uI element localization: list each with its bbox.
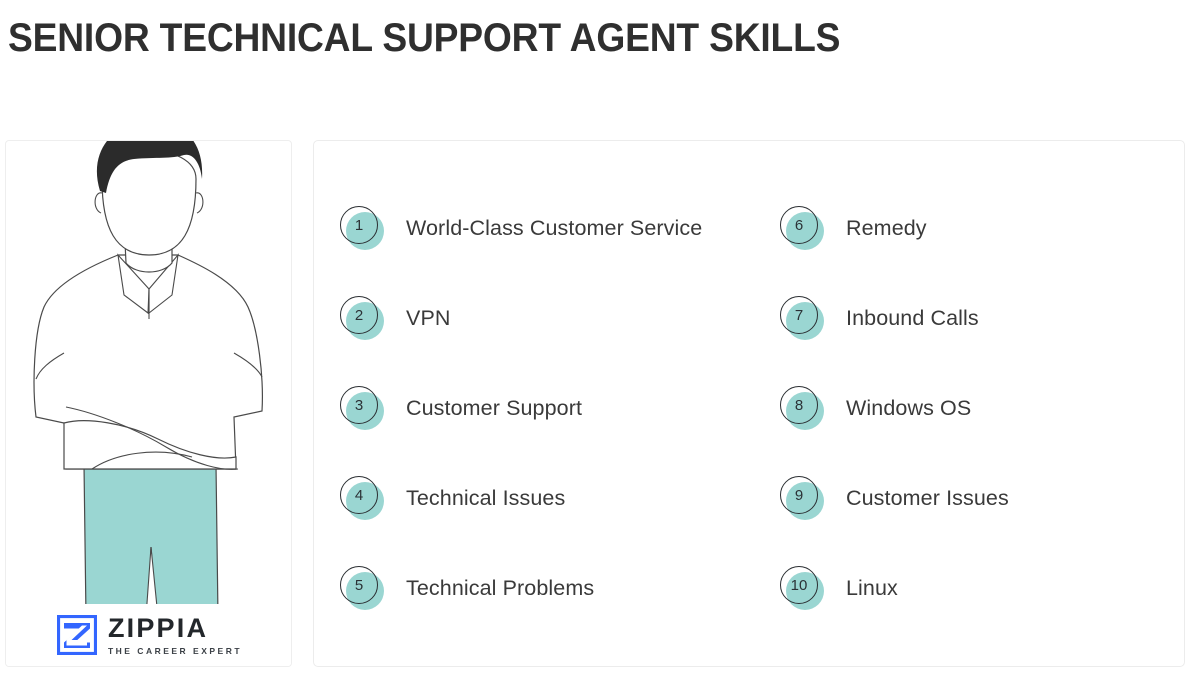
skill-rank-number: 5 <box>354 576 364 594</box>
skill-rank-number: 8 <box>794 396 804 414</box>
badge-ring <box>780 566 818 604</box>
skill-rank-badge: 2 <box>340 296 384 340</box>
skill-item: 8 Windows OS <box>780 363 1160 453</box>
skill-rank-number: 9 <box>794 486 804 504</box>
skill-label: Remedy <box>846 215 927 240</box>
skill-item: 7 Inbound Calls <box>780 273 1160 363</box>
skill-rank-badge: 8 <box>780 386 824 430</box>
skill-label: Technical Problems <box>406 575 595 600</box>
skill-item: 5 Technical Problems <box>340 543 780 633</box>
badge-ring <box>340 386 378 424</box>
zippia-logo-icon <box>56 615 97 655</box>
skill-rank-number: 7 <box>794 306 804 324</box>
skill-rank-badge: 4 <box>340 476 384 520</box>
skill-label: Windows OS <box>846 395 972 420</box>
skill-rank-badge: 10 <box>780 566 824 610</box>
skill-item: 10 Linux <box>780 543 1160 633</box>
skill-rank-badge: 7 <box>780 296 824 340</box>
skill-item: 4 Technical Issues <box>340 453 780 543</box>
skill-rank-number: 4 <box>354 486 364 504</box>
skill-label: VPN <box>406 305 451 330</box>
badge-ring <box>340 296 378 334</box>
person-illustration <box>33 141 263 617</box>
skill-rank-badge: 9 <box>780 476 824 520</box>
skill-rank-number: 6 <box>794 216 804 234</box>
skill-rank-badge: 5 <box>340 566 384 610</box>
badge-ring <box>780 296 818 334</box>
skill-label: Linux <box>846 575 898 600</box>
skill-rank-badge: 6 <box>780 206 824 250</box>
skill-label: Technical Issues <box>406 485 566 510</box>
zippia-brand-lockup: ZIPPIA THE CAREER EXPERT <box>6 604 291 666</box>
badge-ring <box>780 206 818 244</box>
skill-rank-badge: 1 <box>340 206 384 250</box>
badge-ring <box>780 476 818 514</box>
page-title: SENIOR TECHNICAL SUPPORT AGENT SKILLS <box>8 16 841 60</box>
badge-ring <box>340 476 378 514</box>
illustration-panel: ZIPPIA THE CAREER EXPERT <box>5 140 292 667</box>
badge-ring <box>340 566 378 604</box>
skill-label: Customer Support <box>406 395 583 420</box>
brand-name: ZIPPIA <box>107 612 209 643</box>
skill-item: 2 VPN <box>340 273 780 363</box>
skill-label: World-Class Customer Service <box>406 215 703 240</box>
skill-rank-number: 3 <box>354 396 364 414</box>
skill-item: 1 World-Class Customer Service <box>340 183 780 273</box>
skill-rank-number: 10 <box>790 576 808 594</box>
skill-rank-badge: 3 <box>340 386 384 430</box>
skill-rank-number: 2 <box>354 306 364 324</box>
skill-label: Inbound Calls <box>846 305 979 330</box>
skill-label: Customer Issues <box>846 485 1009 510</box>
badge-ring <box>340 206 378 244</box>
skill-item: 6 Remedy <box>780 183 1160 273</box>
badge-ring <box>780 386 818 424</box>
skill-rank-number: 1 <box>354 216 364 234</box>
skill-item: 3 Customer Support <box>340 363 780 453</box>
skill-item: 9 Customer Issues <box>780 453 1160 543</box>
brand-tagline: THE CAREER EXPERT <box>107 645 243 656</box>
